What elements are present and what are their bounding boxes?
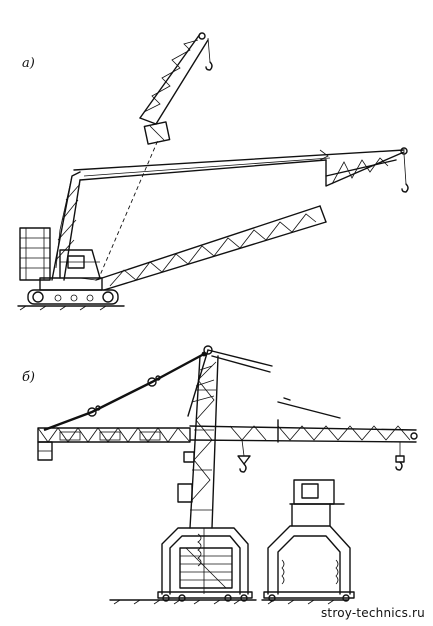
panel-a-counterweight	[19, 227, 51, 281]
panel-a-main-boom	[79, 205, 327, 291]
panel-a-crawler-crane	[17, 32, 409, 311]
panel-a-mast	[51, 171, 81, 281]
source-watermark: stroy-technics.ru	[320, 606, 425, 620]
panel-b-label: б)	[22, 370, 36, 385]
panel-a-detached-boom	[139, 32, 213, 145]
panel-a-jib-upper	[73, 147, 409, 193]
panel-a-label: а)	[22, 56, 35, 71]
panel-a-dashed-line	[97, 139, 159, 281]
panel-a-ground	[17, 305, 125, 311]
panel-b-portal-right	[263, 479, 355, 602]
panel-b-tower-mast	[177, 345, 219, 529]
panel-b-tower-head	[187, 349, 273, 417]
panel-b-tie-rod	[43, 351, 207, 432]
panel-b-portal-left	[157, 527, 253, 602]
panel-b-counter-jib	[37, 427, 191, 461]
panel-a-crawler-tracks	[27, 289, 119, 305]
panel-b-main-jib	[189, 397, 418, 443]
panel-b-tower-crane	[37, 345, 418, 605]
panel-b-ground	[109, 599, 349, 605]
panel-b-hooks	[237, 439, 405, 473]
